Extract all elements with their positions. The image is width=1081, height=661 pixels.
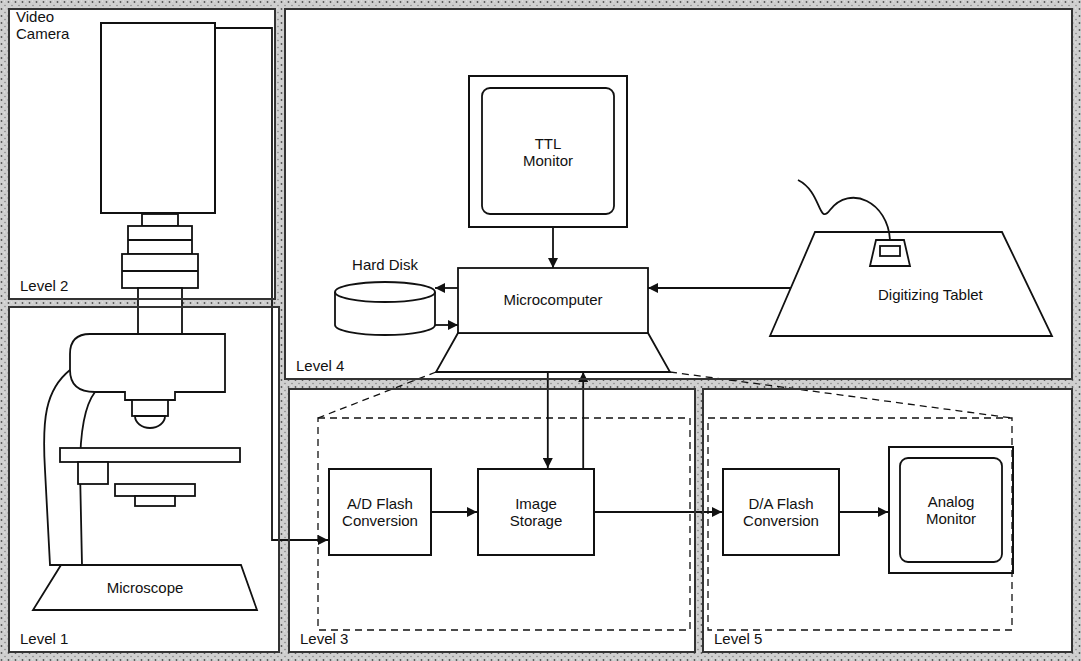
panel-ground [288,388,696,653]
puck-cable [798,180,890,240]
process-box: Analog Monitor [888,446,1014,574]
node-label: Microscope [107,579,184,596]
connector-arrow [552,228,554,268]
connector-arrow [648,287,791,289]
level-panel: Level 4TTL MonitorHard DiskMicrocomputer… [284,8,1073,380]
disk-cylinder [335,282,435,335]
device-shape: Microscope [45,565,245,610]
monitor-screen [482,88,614,214]
level-label: Level 1 [20,630,68,647]
tablet-pad [770,232,1052,336]
node-label: D/A Flash Conversion [736,495,826,530]
level-panel: Level 5 D/A Flash Conversion Analog Monito… [702,388,1073,653]
camera-mount [142,214,178,226]
microscope-stage [60,448,240,462]
node-label: A/D Flash Conversion [335,495,425,530]
node-label: Hard Disk [315,256,455,273]
device-shape: Hard Disk [335,282,435,335]
computer-base [436,333,670,372]
shape-outline [458,268,648,372]
level-label: Level 2 [20,277,68,294]
level-label: Level 5 [714,630,762,647]
process-box: A/D Flash Conversion [328,468,432,556]
device-shape: Digitizing Tablet [770,232,1052,336]
process-box: Image Storage [477,468,595,556]
level-panel: Level 2 Video Camera [8,8,276,300]
microscope-base [33,565,257,610]
panel-ground [8,306,280,653]
level-panel: Level 1 Microscope [8,306,280,653]
connector-arrow [582,372,584,468]
device-shape: Microcomputer [458,268,648,372]
node-label: TTL Monitor [512,134,584,169]
condenser-lens [135,496,175,506]
connector-arrow [435,287,458,289]
connector-arrow [432,511,477,513]
shape-outline [770,232,1052,336]
stage-support [78,462,108,484]
microscope-head [70,334,225,400]
disk-rim [335,292,435,302]
node-label: Digitizing Tablet [878,286,983,303]
level-panel: Level 3 A/D Flash Conversion Image Storage [288,388,696,653]
monitor-screen [900,458,1002,562]
objective [132,400,168,416]
node-label: Image Storage [496,495,576,530]
condenser [115,484,195,496]
process-box: D/A Flash Conversion [722,468,840,556]
panel-ground [702,388,1073,653]
connector-arrow [547,372,549,468]
panel-ground [8,8,276,300]
connector-arrow [435,324,458,326]
connector-arrow [216,28,328,540]
puck-button [880,246,900,256]
objective-lens [135,416,165,428]
process-box: Video Camera [100,22,216,214]
node-label: Microcomputer [503,291,602,308]
panel-ground [284,8,1073,380]
shape-outline [335,282,435,335]
node-label: Video Camera [16,8,88,43]
connector-arrow [840,511,888,513]
dashed-group-outline [318,418,690,630]
coupler-ring [122,270,198,272]
level-label: Level 4 [296,357,344,374]
computer-body [458,268,648,333]
lens-coupler [128,226,192,254]
coupler-ring [128,239,192,241]
microscope-tube [138,288,182,334]
lens-coupler [122,254,198,288]
level-label: Level 3 [300,630,348,647]
process-box: TTL Monitor [468,75,628,228]
dashed-group-outline [708,418,1012,630]
node-label: Analog Monitor [911,493,991,528]
tablet-puck [870,240,910,266]
